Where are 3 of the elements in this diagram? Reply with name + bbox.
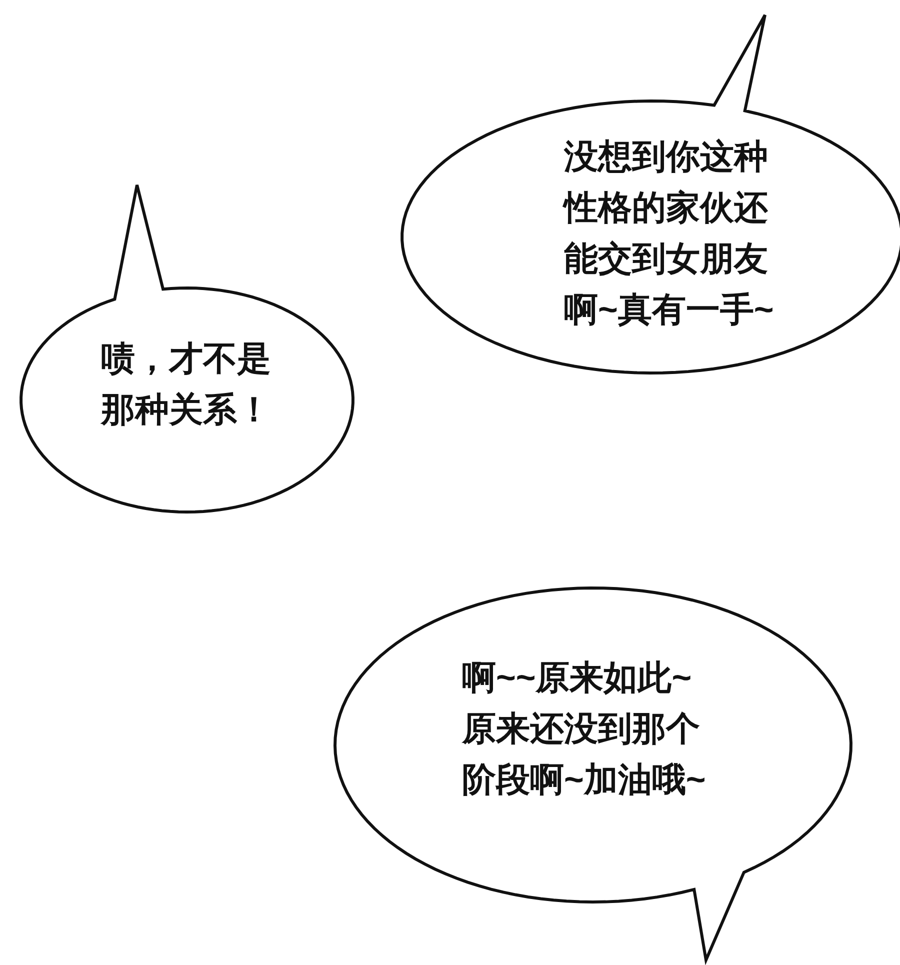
speech-text: 啧，才不是那种关系！ [101,339,272,431]
speech-text: 没想到你这种性格的家伙还能交到女朋友啊~真有一手~ [564,137,775,331]
speech-text: 啊~~原来如此~原来还没到那个阶段啊~加油哦~ [462,658,707,801]
